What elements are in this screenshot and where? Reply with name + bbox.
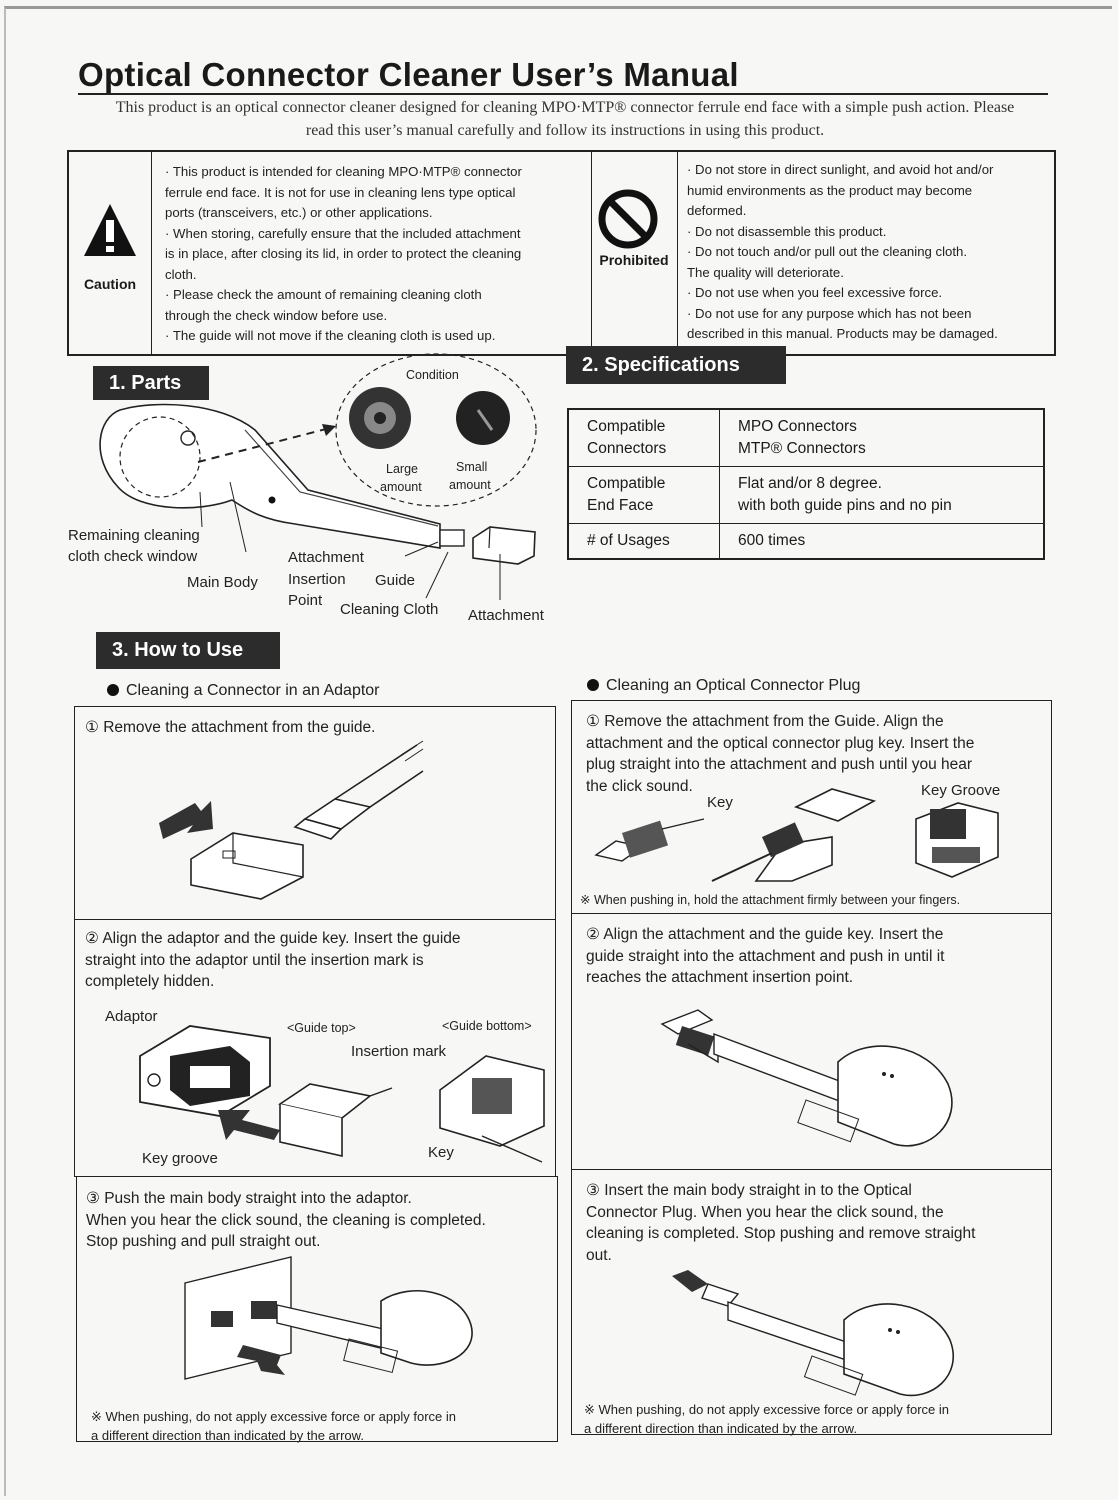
right-note-1: ※ When pushing in, hold the attachment f… [580, 893, 961, 907]
step-text: ③ Insert the main body straight in to th… [586, 1182, 976, 1264]
prohibited-line: described in this manual. Products may b… [687, 326, 998, 341]
caution-line: through the check window before use. [165, 307, 388, 323]
caution-line: ports (transceivers, etc.) or other appl… [165, 205, 433, 220]
step-text: ③ Push the main body straight into the a… [86, 1190, 486, 1250]
spec-value: 600 times [719, 523, 1045, 560]
intro-text: This product is an optical connector cle… [115, 99, 1015, 139]
divider [677, 152, 678, 354]
remove-attachment-figure [159, 740, 424, 900]
left-column-title: Cleaning a Connector in an Adaptor [107, 682, 380, 700]
step-text: ② Align the attachment and the guide key… [586, 926, 945, 986]
large-label: Large [386, 462, 418, 476]
how-to-heading: 3. How to Use [96, 632, 280, 669]
push-adaptor-figure [184, 1256, 473, 1380]
left-step-1: ① Remove the attachment from the guide. [74, 706, 556, 920]
prohibited-line: · Do not use for any purpose which has n… [687, 305, 972, 321]
attachment-label: Attachment [468, 607, 544, 624]
prohibited-line: · Do not touch and/or pull out the clean… [687, 244, 968, 259]
parts-heading: 1. Parts [93, 366, 209, 400]
specs-heading: 2. Specifications [566, 346, 786, 384]
adaptor-figure [139, 1025, 545, 1163]
point-label: Point [288, 592, 323, 609]
spec-value: Flat and/or 8 degree.with both guide pin… [719, 466, 1045, 524]
caution-line: · This product is intended for cleaning … [165, 164, 522, 179]
small-label-2: amount [449, 478, 491, 492]
caution-text: · This product is intended for cleaning … [165, 162, 522, 347]
page-border [4, 6, 1112, 1496]
adaptor-label: Adaptor [105, 1008, 158, 1025]
cleaning-cloth-label: Cleaning Cloth [340, 601, 439, 618]
left-note: ※ When pushing, do not apply excessive f… [91, 1409, 456, 1443]
parts-diagram [99, 353, 537, 600]
prohibited-line: · Do not store in direct sunlight, and a… [687, 162, 994, 177]
key-label: Key [428, 1144, 454, 1161]
prohibited-line: The quality will deteriorate. [687, 264, 844, 280]
condition-label: Condition [406, 368, 459, 382]
right-step-1: ① Remove the attachment from the Guide. … [571, 700, 1052, 914]
left-step-3: ③ Push the main body straight into the a… [76, 1176, 558, 1443]
small-label: Small [456, 460, 488, 474]
prohibited-line: · Do not disassemble this product. [687, 223, 887, 239]
right-note-2: ※ When pushing, do not apply excessive f… [584, 1402, 949, 1436]
divider [151, 152, 152, 354]
window-label-2: cloth check window [68, 548, 198, 565]
spec-row: # of Usages 600 times [567, 523, 1045, 560]
guide-label: Guide [375, 572, 416, 589]
caution-line: ferrule end face. It is not for use in c… [165, 184, 516, 200]
step-text: ② Align the adaptor and the guide key. I… [85, 930, 461, 990]
prohibited-text: · Do not store in direct sunlight, and a… [687, 160, 998, 345]
large-label-2: amount [380, 480, 422, 494]
caution-line: cloth. [165, 266, 197, 282]
page-title: Optical Connector Cleaner User’s Manual [78, 56, 739, 93]
key-label: Key [707, 794, 733, 811]
right-column-title: Cleaning an Optical Connector Plug [587, 677, 860, 695]
prohibited-line: deformed. [687, 203, 747, 218]
prohibited-line: · Do not use when you feel excessive for… [687, 285, 943, 300]
title-rule [78, 93, 1048, 95]
main-body-label: Main Body [187, 574, 258, 591]
prohibited-icon [598, 189, 658, 249]
caution-line: · Please check the amount of remaining c… [165, 287, 482, 302]
caution-label: Caution [83, 276, 137, 292]
window-label: Remaining cleaning [68, 527, 200, 544]
prohibited-label: Prohibited [599, 252, 669, 268]
divider [591, 152, 592, 354]
insert-plug-figure [672, 1270, 954, 1397]
caution-line: is in place, after closing its lid, in o… [165, 246, 522, 261]
step-text: ① Remove the attachment from the Guide. … [586, 713, 975, 795]
plug-attachment-figure [594, 788, 999, 882]
left-step-2: ② Align the adaptor and the guide key. I… [74, 919, 556, 1177]
right-step-2: ② Align the attachment and the guide key… [571, 913, 1052, 1170]
warning-box: Caution · This product is intended for c… [67, 150, 1056, 356]
key-groove-label: Key groove [142, 1150, 218, 1167]
prohibited-line: humid environments as the product may be… [687, 182, 973, 198]
insertion-mark-label: Insertion mark [351, 1043, 447, 1060]
caution-line: · When storing, carefully ensure that th… [165, 225, 521, 241]
guide-attachment-figure [660, 1009, 953, 1147]
guide-top-label: <Guide top> [287, 1021, 356, 1035]
spec-key: # of Usages [567, 523, 720, 560]
attachment-point-label: Attachment [288, 549, 364, 566]
caution-icon [84, 204, 136, 256]
insertion-label: Insertion [288, 571, 346, 588]
key-groove-label: Key Groove [921, 782, 1001, 799]
step-text: ① Remove the attachment from the guide. [85, 719, 376, 736]
guide-bottom-label: <Guide bottom> [442, 1019, 532, 1033]
right-step-3: ③ Insert the main body straight in to th… [571, 1169, 1052, 1436]
caution-line: · The guide will not move if the cleanin… [165, 328, 496, 343]
